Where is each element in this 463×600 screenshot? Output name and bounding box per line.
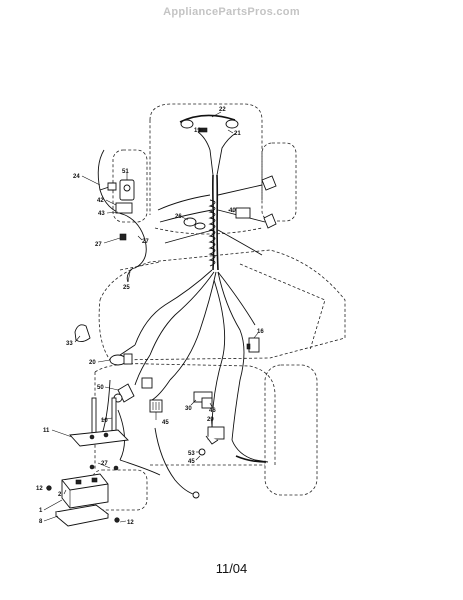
wiring-harness bbox=[97, 114, 269, 496]
callout-29: 29 bbox=[207, 417, 214, 423]
callout-27-lower: 27 bbox=[101, 461, 108, 467]
page-date-code: 11/04 bbox=[215, 561, 248, 576]
callout-33: 33 bbox=[66, 341, 73, 347]
callout-24: 24 bbox=[73, 174, 80, 180]
callout-16: 16 bbox=[257, 329, 264, 335]
callout-20: 20 bbox=[89, 360, 96, 366]
watermark-text: AppliancePartsPros.com bbox=[163, 6, 300, 18]
callout-45-upper: 45 bbox=[162, 420, 169, 426]
callout-1: 1 bbox=[39, 508, 43, 514]
callout-21: 21 bbox=[234, 131, 241, 137]
callout-25: 25 bbox=[123, 285, 130, 291]
callout-40: 40 bbox=[229, 208, 236, 214]
callout-12-right: 12 bbox=[127, 520, 134, 526]
callout-8: 8 bbox=[39, 519, 43, 525]
callout-11: 11 bbox=[43, 428, 50, 434]
callout-26: 26 bbox=[175, 214, 182, 220]
callout-43: 43 bbox=[98, 211, 105, 217]
callout-27-upper: 27 bbox=[95, 242, 102, 248]
leader-lines bbox=[43, 111, 259, 523]
callout-53: 53 bbox=[188, 451, 195, 457]
callout-19: 19 bbox=[194, 128, 201, 134]
parts bbox=[46, 175, 277, 527]
callout-22: 22 bbox=[219, 107, 226, 113]
callout-12-left: 12 bbox=[36, 486, 43, 492]
callout-45-lower: 45 bbox=[188, 459, 195, 465]
callout-2: 2 bbox=[58, 492, 62, 498]
callout-numbers: 22 19 21 24 51 42 43 27 27 26 40 25 16 3… bbox=[36, 107, 264, 526]
callout-27-mid: 27 bbox=[142, 239, 149, 245]
callout-10: 10 bbox=[101, 418, 108, 424]
callout-42: 42 bbox=[97, 198, 104, 204]
callout-46: 46 bbox=[209, 408, 216, 414]
callout-50: 50 bbox=[97, 385, 104, 391]
callout-30: 30 bbox=[185, 406, 192, 412]
callout-51: 51 bbox=[122, 169, 129, 175]
